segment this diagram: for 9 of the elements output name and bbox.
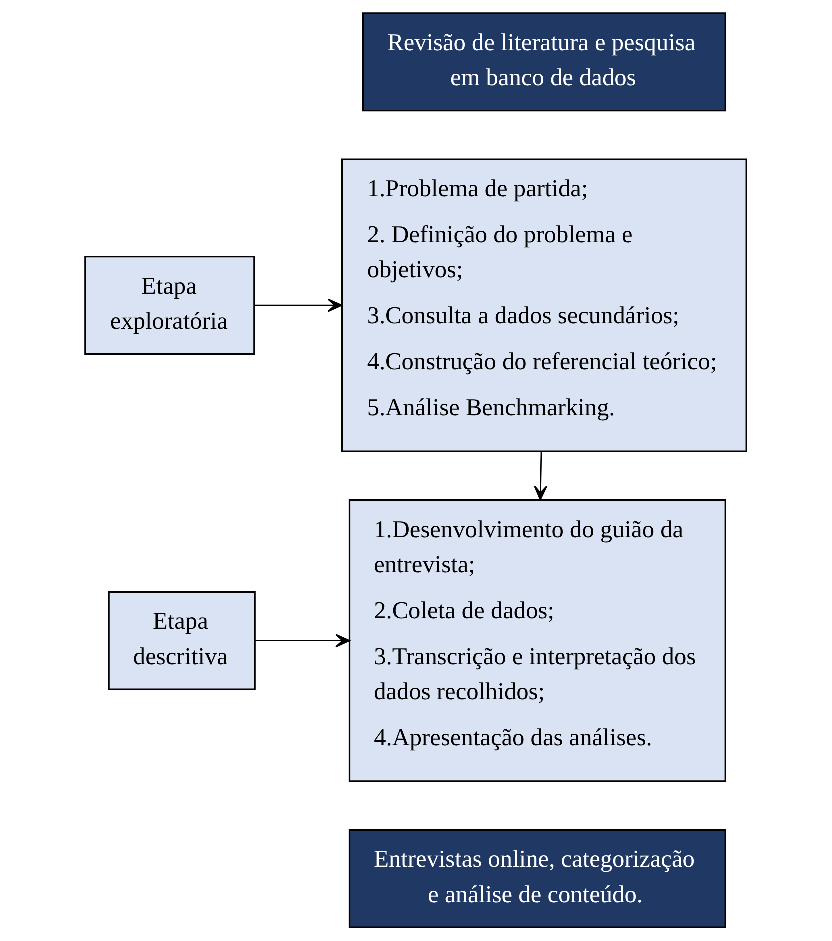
arrow	[254, 298, 343, 312]
node-box: Etapa descritiva	[108, 591, 256, 690]
arrow	[534, 452, 548, 500]
node-box: 1.Desenvolvimento do guião da entrevista; 2.Coleta de dados; 3.Transcrição e interpretação dos dados recolhidos; 4.Apresentação das análises.	[348, 499, 726, 782]
node-box: Entrevistas online, categorização e análise de conteúdo.	[348, 829, 726, 928]
node-box: Revisão de literatura e pesquisa em banco de dados	[362, 12, 726, 112]
node-box: Etapa exploratória	[84, 256, 256, 356]
arrow	[255, 634, 350, 648]
node-box: 1.Problema de partida; 2. Definição do problema e objetivos; 3.Consulta a dados secundários; 4.Construção do referencial teórico; 5.Análise Benchmarking.	[342, 158, 748, 452]
